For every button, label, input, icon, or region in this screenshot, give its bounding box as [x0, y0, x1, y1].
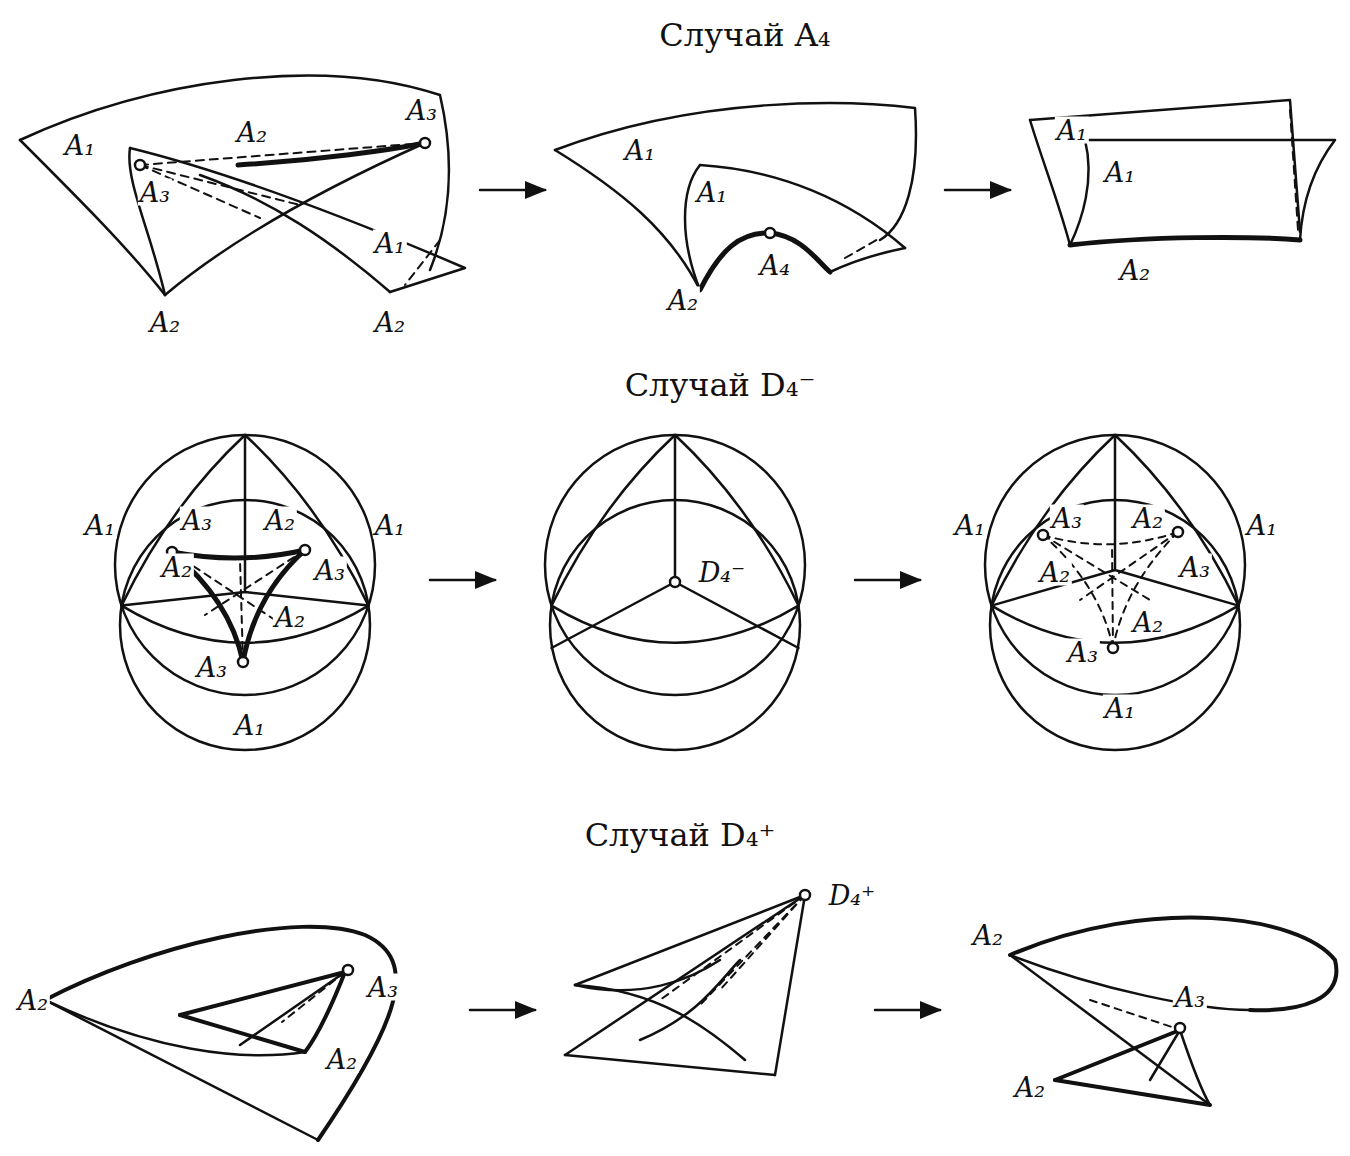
- section-heading: Случай A₄: [657, 19, 832, 51]
- singularity-label: A₁: [623, 137, 657, 164]
- singularity-label: A₂: [148, 309, 182, 336]
- elliptic-umbilic: [115, 435, 375, 750]
- singularity-label: A₂: [373, 309, 407, 336]
- singularity-label: A₃: [195, 654, 229, 681]
- singularity-label: A₂: [325, 1046, 359, 1073]
- singularity-label: A₃: [405, 97, 439, 124]
- singularity-label: A₃: [1173, 984, 1207, 1011]
- singularity-label: A₂: [235, 119, 269, 146]
- singularity-label: A₂: [1131, 609, 1165, 636]
- singularity-label: A₂: [263, 507, 297, 534]
- elliptic-umbilic: [545, 435, 805, 750]
- singularity-label: A₂: [666, 287, 700, 314]
- singularity-label: A₁: [63, 132, 97, 159]
- hyperbolic-umbilic: [45, 927, 396, 1140]
- singularity-label: A₁: [83, 512, 117, 539]
- singularity-label: A₁: [695, 179, 729, 206]
- singularity-label: A₃: [366, 974, 400, 1001]
- singularity-label: A₁: [1103, 159, 1137, 186]
- section-heading: Случай D₄⁻: [623, 369, 818, 401]
- singularity-label: A₃: [138, 179, 172, 206]
- swallowtail-surface: [555, 103, 916, 290]
- transition-arrows: [430, 190, 1010, 1010]
- singularity-label: A₂: [1131, 505, 1165, 532]
- swallowtail-surface: [20, 76, 465, 295]
- singularity-label: A₁: [233, 712, 267, 739]
- singularity-label: D₄⁻: [697, 559, 748, 586]
- singularity-label: A₂: [16, 987, 50, 1014]
- singularity-label: A₃: [180, 507, 214, 534]
- singularity-label: A₁: [373, 512, 407, 539]
- singularity-label: A₃: [1050, 505, 1084, 532]
- singularity-label: A₃: [1066, 639, 1100, 666]
- fold-surface: [1030, 100, 1335, 245]
- singularity-label: A₂: [273, 604, 307, 631]
- singularity-label: A₂: [971, 922, 1005, 949]
- singularity-label: D₄⁺: [827, 882, 878, 909]
- singularity-label: A₃: [1178, 554, 1212, 581]
- section-heading: Случай D₄⁺: [583, 819, 778, 851]
- singularity-label: A₁: [1245, 512, 1279, 539]
- elliptic-umbilic: [985, 435, 1245, 750]
- hyperbolic-umbilic: [1010, 918, 1336, 1105]
- singularity-label: A₁: [373, 230, 407, 257]
- singularity-label: A₁: [953, 512, 987, 539]
- singularity-label: A₂: [1038, 559, 1072, 586]
- singularity-label: A₁: [1103, 695, 1137, 722]
- singularity-label: A₂: [160, 554, 194, 581]
- singularity-label: A₂: [1118, 257, 1152, 284]
- singularity-label: A₁: [1055, 117, 1089, 144]
- singularity-label: A₄: [758, 252, 792, 279]
- hyperbolic-umbilic: [565, 890, 810, 1075]
- singularity-label: A₂: [1013, 1074, 1047, 1101]
- singularity-label: A₃: [313, 557, 347, 584]
